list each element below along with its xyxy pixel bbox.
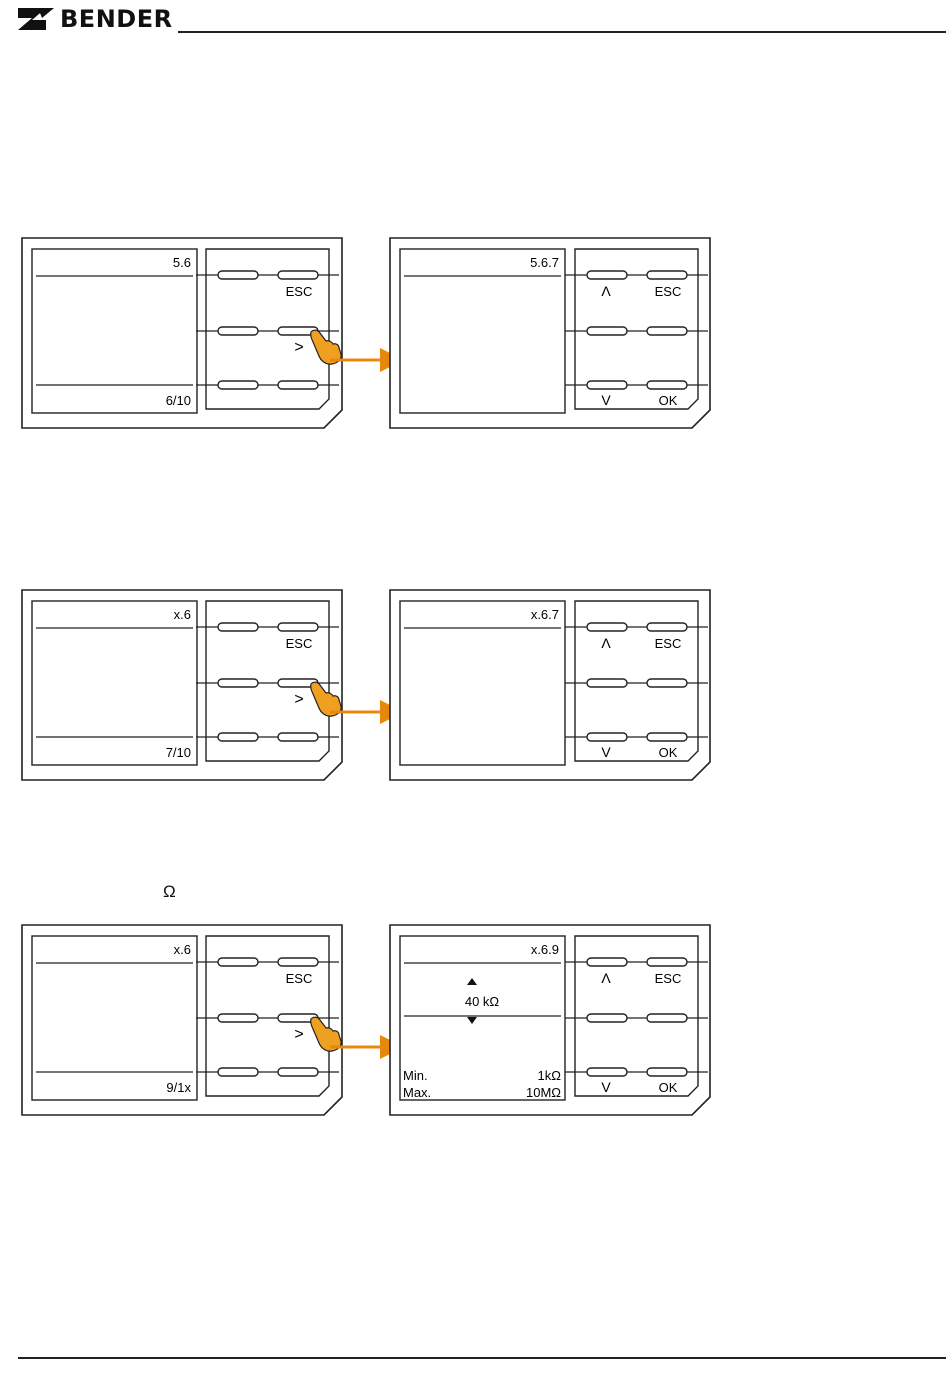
figure-1: 5.6 6/10 ESC >5.6.7Λ ESC V OK: [22, 238, 710, 428]
left-esc-label: ESC: [286, 971, 313, 986]
right-menu-number: x.6.7: [531, 607, 559, 622]
right-menu-number: x.6.9: [531, 942, 559, 957]
setting-value: 40 kΩ: [465, 994, 500, 1009]
left-row-1-key-right: [278, 271, 318, 279]
right-row-1-key-left: [587, 271, 627, 279]
left-menu-number: 5.6: [173, 255, 191, 270]
right-ok-label: OK: [659, 1080, 678, 1095]
left-row-3-key-left: [218, 381, 258, 389]
left-right-label: >: [294, 1026, 303, 1043]
left-menu-number: x.6: [174, 607, 191, 622]
right-row-2-key-right: [647, 1014, 687, 1022]
right-row-1-key-right: [647, 958, 687, 966]
right-display: [400, 601, 565, 765]
right-down-label: V: [601, 1079, 611, 1095]
figure-2: x.6 7/10 ESC > x.6.7Λ ESC V OK: [22, 590, 710, 780]
left-row-3-key-left: [218, 733, 258, 741]
min-label: Min.: [403, 1068, 428, 1083]
left-row-1-key-left: [218, 958, 258, 966]
right-row-3-key-left: [587, 381, 627, 389]
right-display: [400, 249, 565, 413]
right-down-label: V: [601, 744, 611, 760]
left-row-1-key-left: [218, 623, 258, 631]
right-row-2-key-right: [647, 327, 687, 335]
left-page-indicator: 9/1x: [166, 1080, 191, 1095]
left-display: [32, 936, 197, 1100]
right-row-2-key-left: [587, 327, 627, 335]
left-row-2-key-left: [218, 327, 258, 335]
right-row-3-key-right: [647, 733, 687, 741]
right-up-label: Λ: [601, 283, 611, 299]
min-value: 1kΩ: [538, 1068, 562, 1083]
right-row-2-key-left: [587, 1014, 627, 1022]
right-esc-label: ESC: [655, 971, 682, 986]
right-row-3-key-left: [587, 733, 627, 741]
right-row-3-key-left: [587, 1068, 627, 1076]
left-display: [32, 249, 197, 413]
right-ok-label: OK: [659, 745, 678, 760]
right-row-1-key-right: [647, 623, 687, 631]
left-row-3-key-left: [218, 1068, 258, 1076]
right-row-3-key-right: [647, 1068, 687, 1076]
right-up-label: Λ: [601, 635, 611, 651]
right-esc-label: ESC: [655, 284, 682, 299]
right-row-1-key-right: [647, 271, 687, 279]
left-esc-label: ESC: [286, 636, 313, 651]
left-row-3-key-right: [278, 381, 318, 389]
left-row-2-key-left: [218, 679, 258, 687]
right-row-1-key-left: [587, 958, 627, 966]
right-up-label: Λ: [601, 970, 611, 986]
right-row-1-key-left: [587, 623, 627, 631]
figure-3: x.6 9/1x ESC > x.6.9 40 kΩ Min. 1kΩ Max. 10MΩ Λ ESC…: [22, 925, 710, 1115]
right-ok-label: OK: [659, 393, 678, 408]
max-value: 10MΩ: [526, 1085, 561, 1100]
left-row-1-key-left: [218, 271, 258, 279]
right-down-label: V: [601, 392, 611, 408]
left-right-label: >: [294, 691, 303, 708]
left-menu-number: x.6: [174, 942, 191, 957]
max-label: Max.: [403, 1085, 431, 1100]
left-page-indicator: 6/10: [166, 393, 191, 408]
left-esc-label: ESC: [286, 284, 313, 299]
left-right-label: >: [294, 339, 303, 356]
right-row-3-key-right: [647, 381, 687, 389]
left-row-3-key-right: [278, 733, 318, 741]
right-menu-number: 5.6.7: [530, 255, 559, 270]
right-esc-label: ESC: [655, 636, 682, 651]
left-row-2-key-left: [218, 1014, 258, 1022]
left-page-indicator: 7/10: [166, 745, 191, 760]
left-display: [32, 601, 197, 765]
left-row-3-key-right: [278, 1068, 318, 1076]
right-row-2-key-left: [587, 679, 627, 687]
left-row-1-key-right: [278, 958, 318, 966]
left-row-1-key-right: [278, 623, 318, 631]
right-row-2-key-right: [647, 679, 687, 687]
